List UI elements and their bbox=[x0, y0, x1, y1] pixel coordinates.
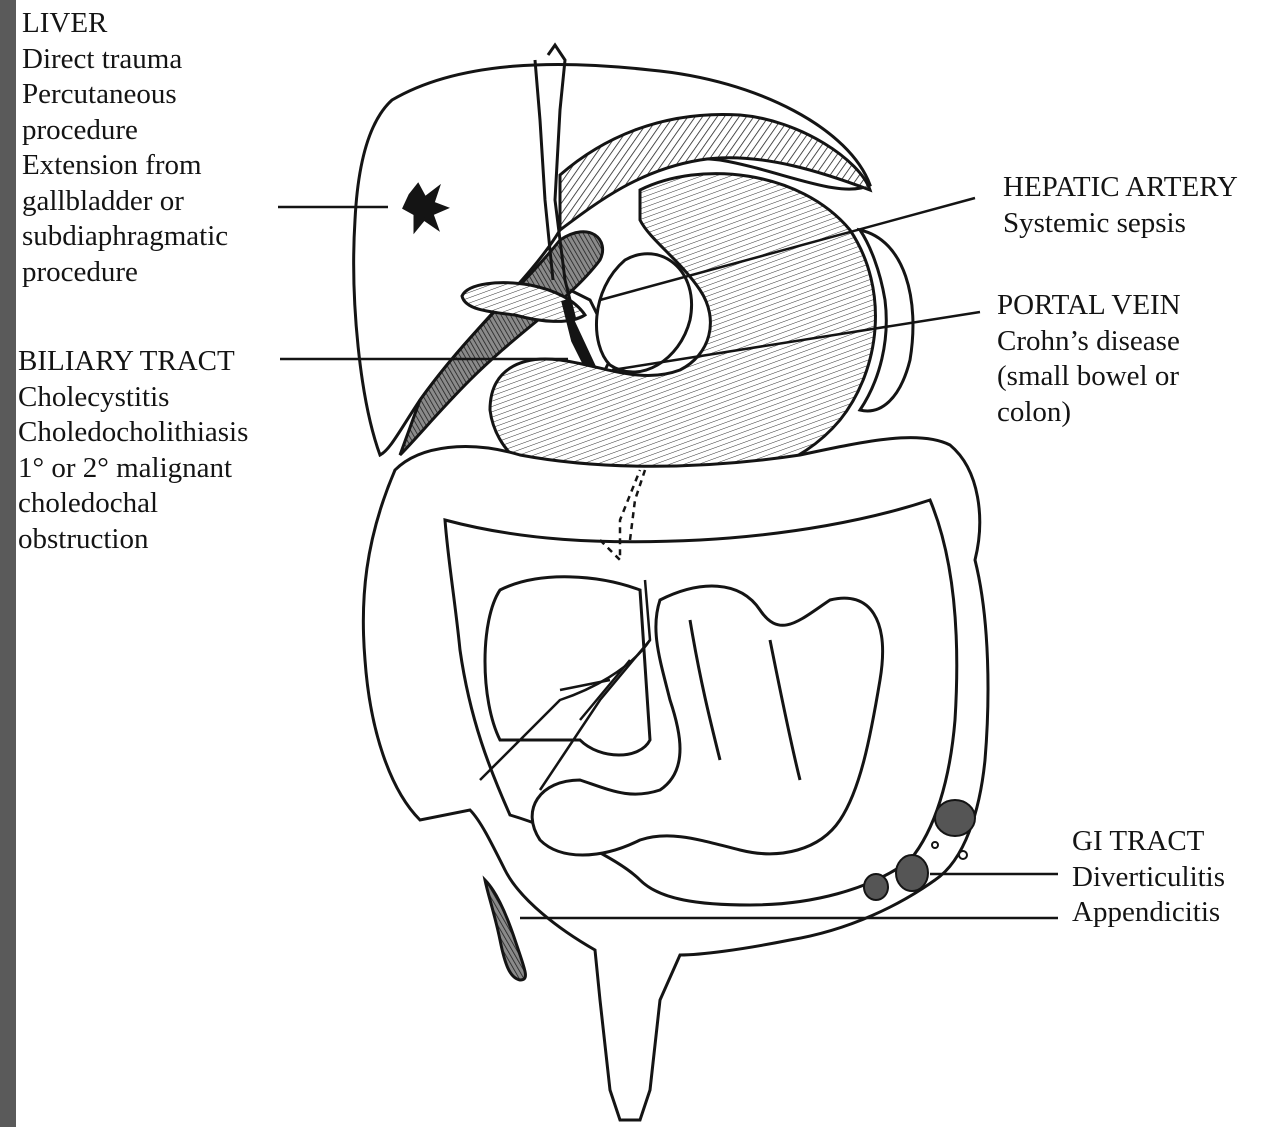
portal-vein-label: PORTAL VEIN Crohn’s disease (small bowel… bbox=[997, 288, 1181, 430]
liver-cause-6: subdiaphragmatic bbox=[22, 219, 228, 255]
portal-vein-cause-3: colon) bbox=[997, 395, 1181, 431]
gi-tract-cause-1: Diverticulitis bbox=[1072, 860, 1225, 896]
biliary-cause-1: Cholecystitis bbox=[18, 380, 248, 416]
biliary-cause-3: 1° or 2° malignant bbox=[18, 451, 248, 487]
liver-cause-7: procedure bbox=[22, 255, 228, 291]
hepatic-artery-label: HEPATIC ARTERY Systemic sepsis bbox=[1003, 170, 1238, 241]
portal-vein-cause-1: Crohn’s disease bbox=[997, 324, 1181, 360]
liver-heading: LIVER bbox=[22, 6, 228, 42]
biliary-tract-label: BILIARY TRACT Cholecystitis Choledocholi… bbox=[18, 344, 248, 557]
appendix bbox=[485, 880, 525, 980]
portal-vein-cause-2: (small bowel or bbox=[997, 359, 1181, 395]
biliary-tract-heading: BILIARY TRACT bbox=[18, 344, 248, 380]
gi-tract-heading: GI TRACT bbox=[1072, 824, 1225, 860]
portal-vein-heading: PORTAL VEIN bbox=[997, 288, 1181, 324]
liver-cause-5: gallbladder or bbox=[22, 184, 228, 220]
hepatic-artery-heading: HEPATIC ARTERY bbox=[1003, 170, 1238, 206]
biliary-cause-5: obstruction bbox=[18, 522, 248, 558]
liver-cause-3: procedure bbox=[22, 113, 228, 149]
hepatic-artery-cause-1: Systemic sepsis bbox=[1003, 206, 1238, 242]
gi-tract-cause-2: Appendicitis bbox=[1072, 895, 1225, 931]
biliary-cause-4: choledochal bbox=[18, 486, 248, 522]
liver-cause-4: Extension from bbox=[22, 148, 228, 184]
liver-label: LIVER Direct trauma Percutaneous procedu… bbox=[22, 6, 228, 290]
gi-tract-label: GI TRACT Diverticulitis Appendicitis bbox=[1072, 824, 1225, 931]
liver-cause-2: Percutaneous bbox=[22, 77, 228, 113]
biliary-cause-2: Choledocholithiasis bbox=[18, 415, 248, 451]
liver-cause-1: Direct trauma bbox=[22, 42, 228, 78]
